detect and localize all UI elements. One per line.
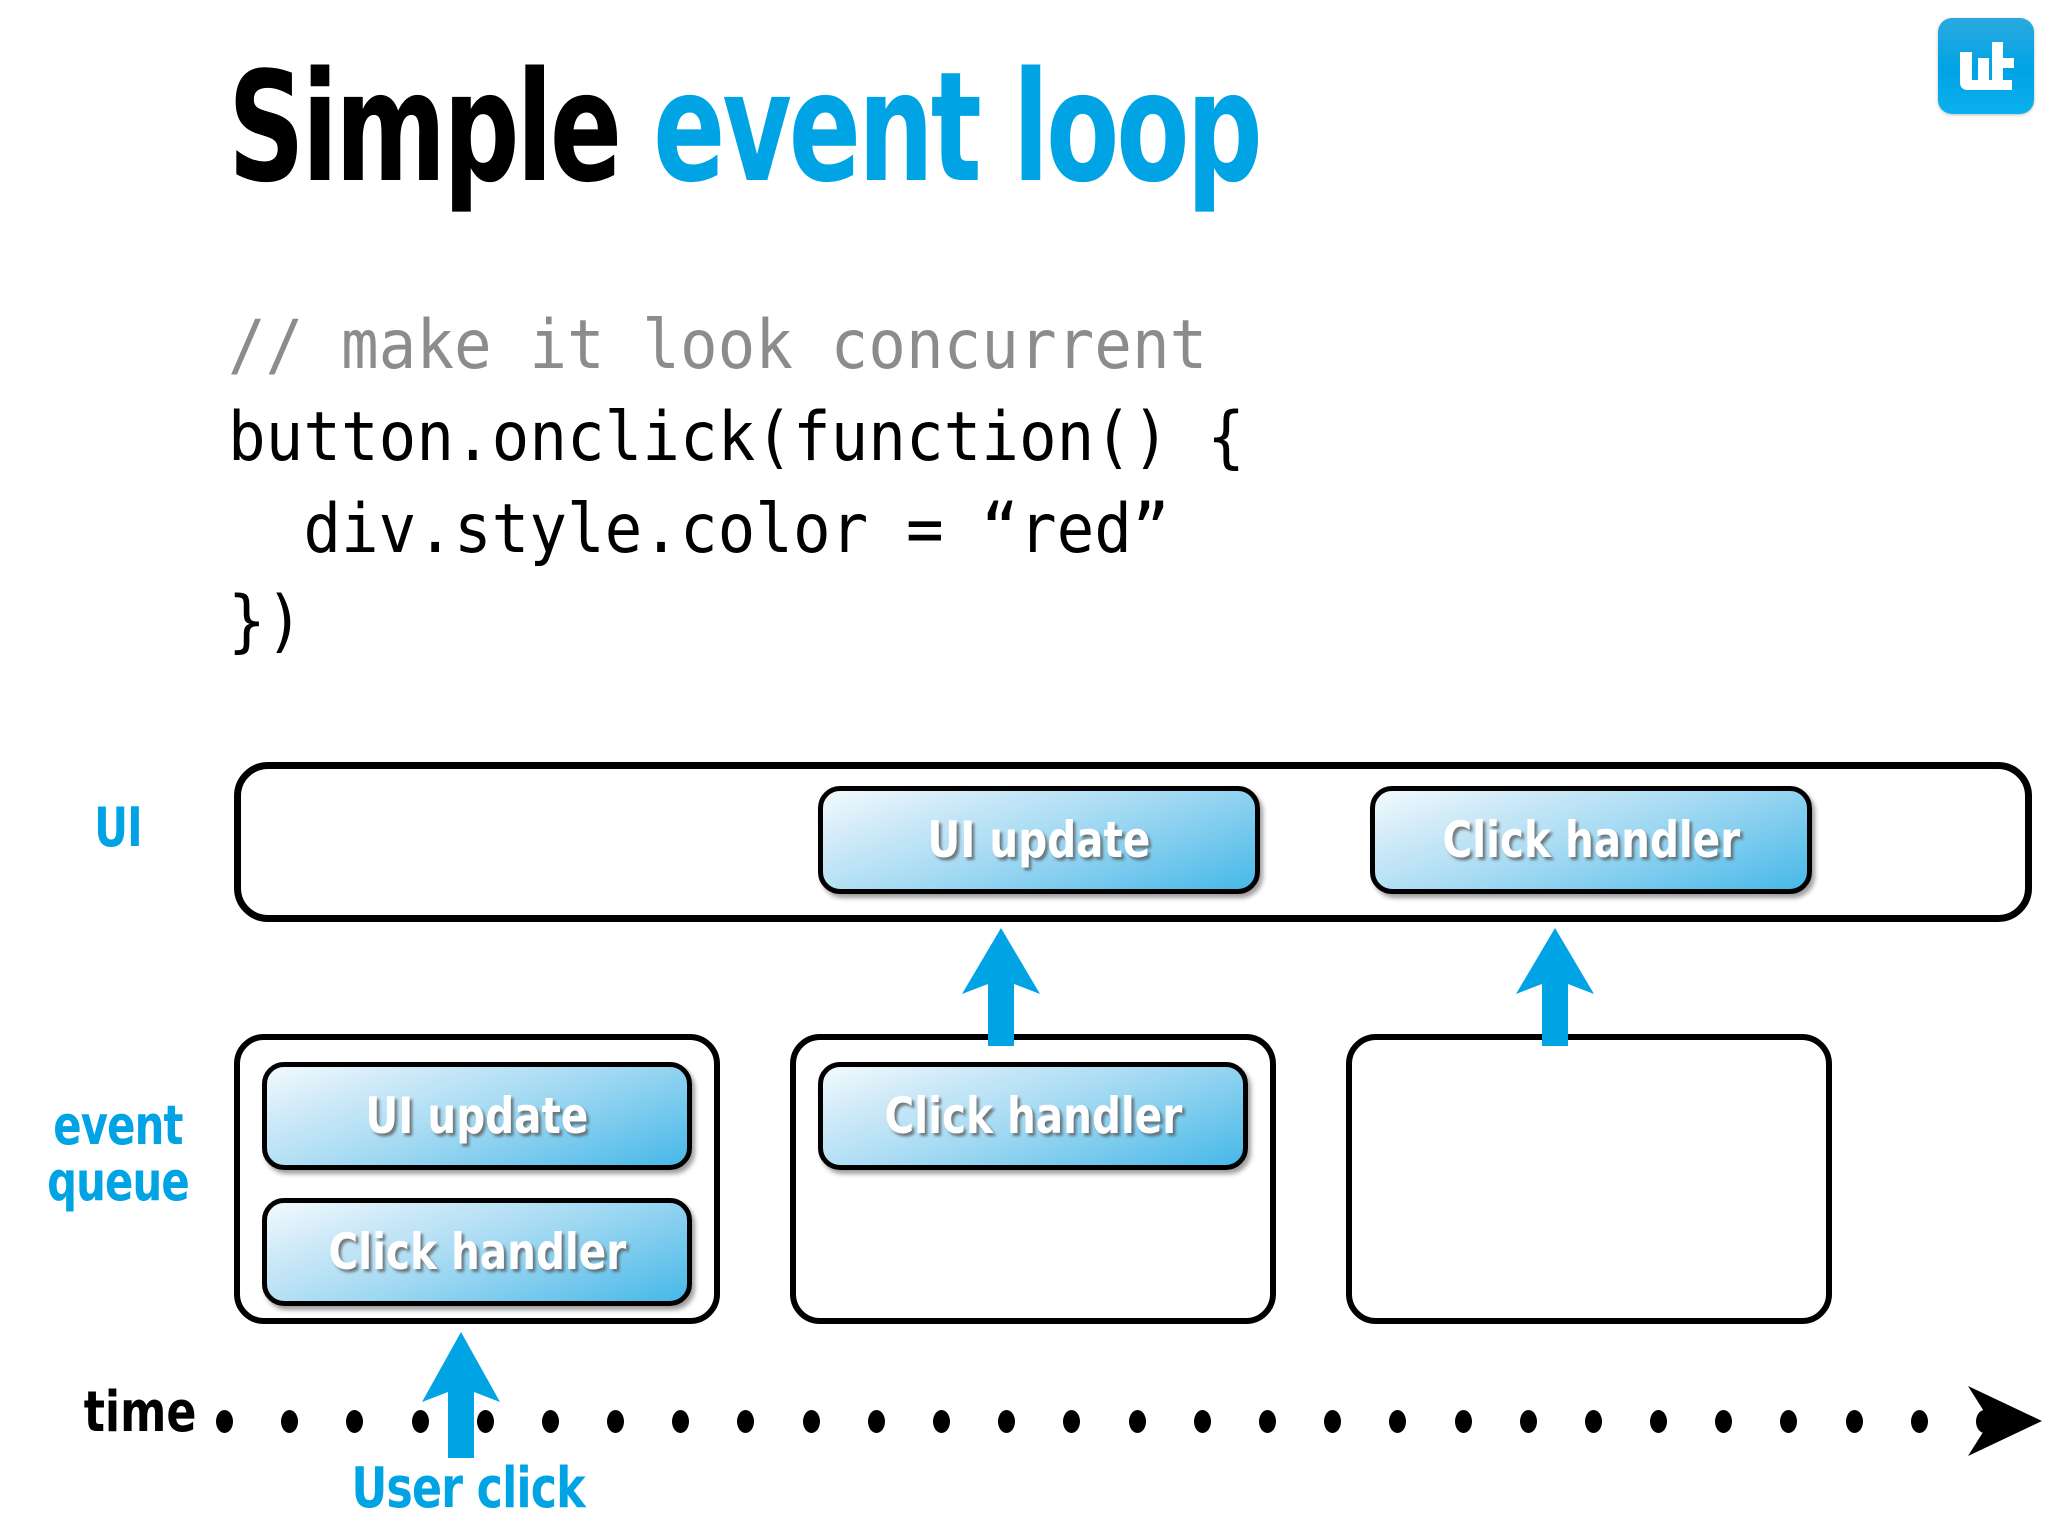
timeline-dot xyxy=(672,1410,689,1433)
code-line-2: div.style.color = “red” xyxy=(228,490,1170,569)
ui-task-pill-label: Click handler xyxy=(1442,811,1740,869)
timeline-axis xyxy=(216,1386,2042,1456)
event-queue-label-line2: queue xyxy=(47,1150,190,1213)
timeline-dot xyxy=(477,1410,494,1433)
timeline-dot xyxy=(1585,1410,1602,1433)
timeline-dot xyxy=(216,1410,233,1433)
page-title: Simple event loop xyxy=(228,52,1263,204)
timeline-dot xyxy=(1259,1410,1276,1433)
timeline-dot xyxy=(1455,1410,1472,1433)
code-line-1: button.onclick(function() { xyxy=(228,398,1245,477)
arrow-right-icon xyxy=(1968,1386,2042,1456)
code-line-3: }) xyxy=(228,582,304,661)
timeline-label: time xyxy=(83,1380,197,1445)
timeline-dot xyxy=(1650,1410,1667,1433)
timeline-dot xyxy=(1846,1410,1863,1433)
ui-row-label: UI xyxy=(94,796,143,859)
event-queue-label-line1: event xyxy=(53,1094,183,1157)
queue-task-pill-label: Click handler xyxy=(884,1087,1182,1145)
ui-task-pill[interactable]: Click handler xyxy=(1370,786,1812,894)
arrow-up-icon xyxy=(422,1332,500,1458)
queue-task-pill[interactable]: Click handler xyxy=(262,1198,692,1306)
timeline-dot xyxy=(1780,1410,1797,1433)
timeline-dot xyxy=(1715,1410,1732,1433)
timeline-dot xyxy=(998,1410,1015,1433)
timeline-dot xyxy=(1389,1410,1406,1433)
timeline-dot xyxy=(542,1410,559,1433)
title-word-event-loop: event loop xyxy=(653,39,1263,216)
code-block: // make it look concurrent button.onclic… xyxy=(228,300,1245,668)
timeline-dot xyxy=(1911,1410,1928,1433)
timeline-dot xyxy=(803,1410,820,1433)
timeline-dot xyxy=(1520,1410,1537,1433)
wt-logo xyxy=(1938,18,2034,114)
arrow-up-icon xyxy=(962,928,1040,1046)
timeline-dot xyxy=(737,1410,754,1433)
queue-task-pill-label: Click handler xyxy=(328,1223,626,1281)
timeline-dot xyxy=(281,1410,298,1433)
timeline-dot xyxy=(346,1410,363,1433)
timeline-dot xyxy=(1063,1410,1080,1433)
event-queue-column-empty xyxy=(1346,1034,1832,1324)
timeline-dot xyxy=(1976,1410,1993,1433)
event-queue-column: Click handler xyxy=(790,1034,1276,1324)
ui-task-pill-label: UI update xyxy=(927,811,1151,869)
timeline-dot xyxy=(933,1410,950,1433)
timeline-dot xyxy=(607,1410,624,1433)
ui-task-pill[interactable]: UI update xyxy=(818,786,1260,894)
timeline-dot xyxy=(1194,1410,1211,1433)
event-queue-column: UI update Click handler xyxy=(234,1034,720,1324)
timeline-dot xyxy=(868,1410,885,1433)
timeline-dot xyxy=(1129,1410,1146,1433)
user-click-label: User click xyxy=(351,1456,585,1521)
code-line-comment: // make it look concurrent xyxy=(228,306,1208,385)
timeline-dot xyxy=(412,1410,429,1433)
arrow-up-icon xyxy=(1516,928,1594,1046)
queue-task-pill[interactable]: Click handler xyxy=(818,1062,1248,1170)
title-word-simple: Simple xyxy=(228,39,622,216)
timeline-dot xyxy=(1324,1410,1341,1433)
queue-task-pill-label: UI update xyxy=(365,1087,589,1145)
queue-task-pill[interactable]: UI update xyxy=(262,1062,692,1170)
